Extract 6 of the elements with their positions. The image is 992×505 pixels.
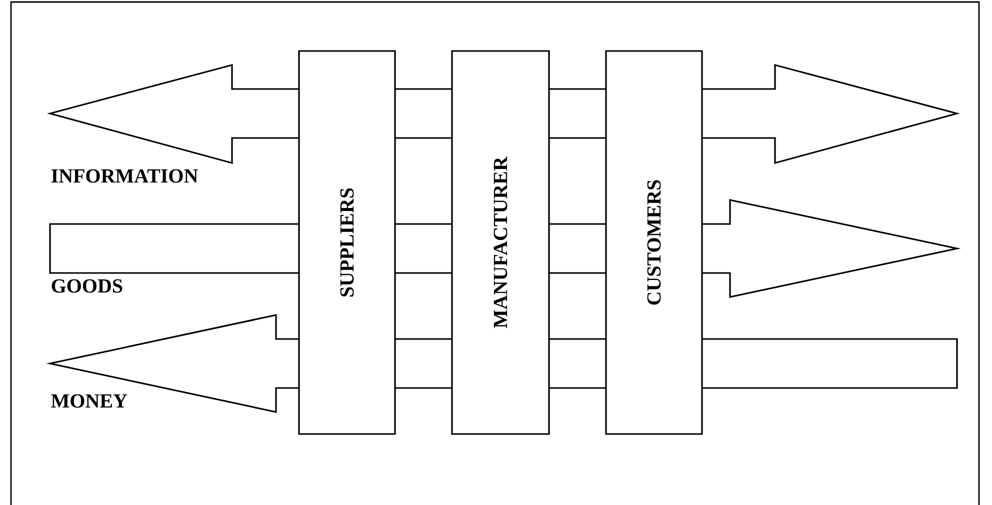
- vertical-box: MANUFACTURER: [451, 50, 550, 435]
- flow-label: GOODS: [52, 279, 122, 293]
- vertical-box: CUSTOMERS: [605, 50, 703, 435]
- flow-label: INFORMATION: [52, 169, 198, 183]
- vertical-box: SUPPLIERS: [298, 50, 396, 435]
- flow-label: MONEY: [51, 394, 128, 408]
